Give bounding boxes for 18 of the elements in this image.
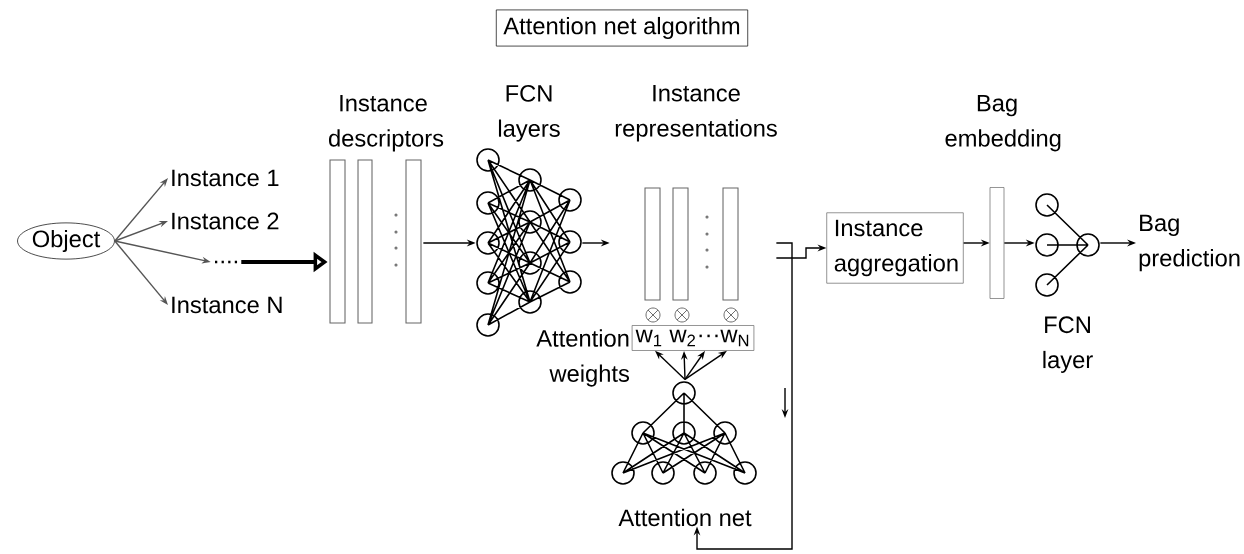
arrow — [114, 178, 168, 242]
network-caption: FCN layer — [1043, 316, 1093, 373]
output-label: Bag prediction — [1139, 214, 1240, 272]
ellipsis-text: .... — [215, 260, 238, 264]
instance-label: Instance 1 — [172, 169, 279, 187]
title-box: Attention net algorithm — [495, 9, 749, 47]
arrow — [693, 242, 793, 550]
network-heading: FCN layers — [498, 85, 560, 142]
instance-label: Instance 2 — [172, 212, 279, 230]
aggregation-box: Instance aggregation — [826, 212, 964, 284]
instance-label: Instance N — [172, 296, 282, 314]
side-label: Attention weights — [536, 329, 629, 387]
network-caption: Attention net — [618, 508, 752, 527]
weights-box: w$_{1}$ w$_{2}$···w$_{N}$ — [631, 325, 755, 351]
node-label: Bag embedding — [945, 95, 1061, 152]
column-heading: Instance representations — [615, 85, 777, 142]
arrow — [114, 240, 168, 305]
column-heading: Instance descriptors — [329, 95, 444, 152]
